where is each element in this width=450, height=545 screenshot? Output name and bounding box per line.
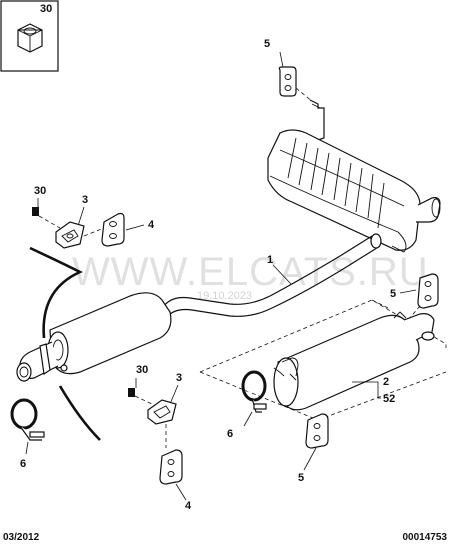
footer-date-code: 03/2012 [3, 532, 40, 543]
rubber-mount-left [101, 212, 125, 247]
footer-diagram-number: 00014753 [403, 532, 448, 543]
rubber-mount-bottom [305, 413, 329, 449]
callout-rear-silencer-alt: 52 [383, 393, 395, 405]
arc-left-lower [58, 385, 101, 441]
bracket-mid [147, 399, 177, 425]
callout-clamp-nut-mid: 30 [136, 364, 148, 376]
callout-rear-silencer: 2 [383, 376, 389, 388]
callout-clamp-nut-left: 30 [34, 185, 46, 197]
nut-left-icon [32, 207, 39, 216]
arc-left-upper [29, 246, 84, 339]
callout-pipe-assembly: 1 [267, 254, 273, 266]
callout-hanger-right: 5 [390, 288, 396, 300]
middle-muffler [16, 292, 172, 382]
inset-nut-box [0, 0, 59, 72]
rubber-mount-lower [159, 449, 183, 485]
clamp-left [10, 398, 45, 441]
callout-bracket-mid: 3 [176, 372, 182, 384]
assembly-outline-lower [317, 371, 447, 421]
nut-mid-icon [128, 388, 135, 397]
top-hanger-bracket [278, 51, 325, 141]
rubber-hanger-right [417, 273, 439, 309]
callout-rubber-left: 4 [148, 219, 155, 231]
callout-bracket-left: 3 [82, 194, 88, 206]
callout-rubber-bottom: 5 [298, 472, 304, 484]
bracket-left [55, 221, 85, 249]
clamp-mid [241, 370, 267, 413]
assembly-outline-upper [199, 299, 447, 421]
watermark-date: 19.10.2023 [197, 290, 252, 302]
rear-silencer [273, 311, 435, 411]
front-muffler [267, 129, 441, 253]
callout-hanger-top: 5 [264, 38, 270, 50]
callout-rubber-lower: 4 [185, 500, 192, 512]
callout-clamp-left: 6 [20, 458, 26, 470]
callout-inset-nut: 30 [40, 3, 52, 15]
callout-clamp-mid: 6 [227, 428, 233, 440]
hex-nut-icon [17, 23, 43, 53]
watermark-site: WWW.ELCATS.RU [72, 250, 429, 294]
intermediate-pipe [155, 233, 382, 323]
